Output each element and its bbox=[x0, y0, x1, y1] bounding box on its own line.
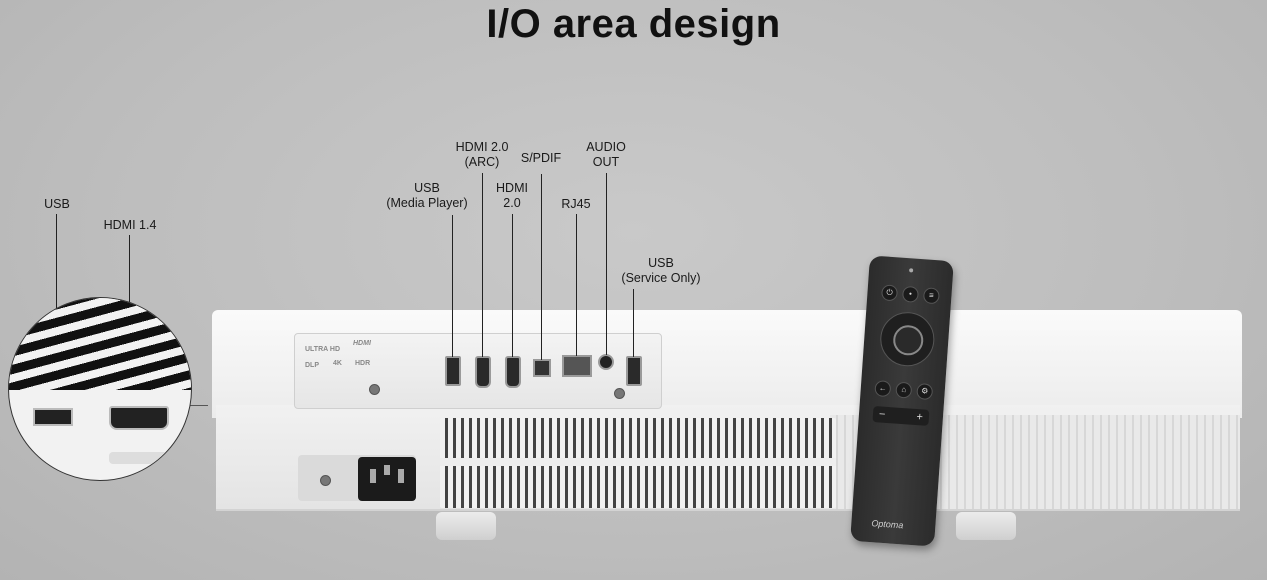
label-hdmi20-line2: 2.0 bbox=[503, 196, 521, 210]
page-title: I/O area design bbox=[486, 2, 781, 46]
panel-screw bbox=[369, 384, 380, 395]
power-pin-ground bbox=[384, 465, 390, 475]
home-button-icon: ⌂ bbox=[895, 381, 913, 399]
label-hdmi-2-0-arc: HDMI 2.0 (ARC) bbox=[456, 140, 509, 170]
label-audio-line2: OUT bbox=[592, 155, 620, 169]
label-audio-line1: AUDIO bbox=[586, 140, 626, 154]
logo-4k: 4K bbox=[333, 360, 342, 367]
leader-audio bbox=[606, 173, 608, 355]
back-button-icon: ← bbox=[874, 380, 892, 398]
hdmi-2-0-arc-port bbox=[475, 356, 491, 388]
logo-hdr: HDR bbox=[355, 360, 371, 367]
menu-button-icon: ≡ bbox=[922, 287, 940, 305]
magnifier-circle bbox=[8, 297, 192, 481]
leader-usb-media bbox=[452, 215, 454, 357]
leader-hdmi-arc bbox=[482, 173, 484, 357]
hdmi-2-0-port bbox=[505, 356, 521, 388]
label-usb-service-line2: (Service Only) bbox=[621, 271, 701, 285]
leader-hdmi20 bbox=[512, 214, 514, 357]
label-usb-service-line1: USB bbox=[648, 256, 674, 270]
logo-dlp: DLP bbox=[305, 362, 319, 369]
usb-media-player-port bbox=[445, 356, 461, 386]
label-usb-service-only: USB (Service Only) bbox=[621, 256, 700, 286]
spdif-port bbox=[533, 359, 551, 377]
leader-usb-service bbox=[633, 289, 635, 357]
label-usb-media-line1: USB bbox=[414, 181, 440, 195]
label-hdmi-2-0: HDMI 2.0 bbox=[496, 181, 528, 211]
label-hdmi20-line1: HDMI bbox=[496, 181, 528, 195]
power-pin-left bbox=[370, 469, 376, 483]
volume-rocker: − + bbox=[872, 406, 930, 426]
settings-button-icon: ⚙ bbox=[916, 383, 934, 401]
projector-foot-right bbox=[956, 512, 1016, 540]
leader-rj45 bbox=[576, 214, 578, 356]
label-usb-side: USB bbox=[44, 197, 70, 211]
logo-hdmi: HDMI bbox=[353, 340, 371, 347]
vent-grill-divider bbox=[440, 458, 836, 466]
volume-plus-icon: + bbox=[916, 411, 924, 424]
label-hdmi-arc-line2: (ARC) bbox=[464, 155, 500, 169]
rj45-port bbox=[562, 355, 592, 377]
magnifier-connector bbox=[190, 405, 208, 407]
projector-foot-left bbox=[436, 512, 496, 540]
volume-minus-icon: − bbox=[878, 408, 886, 421]
power-button-icon: ⏻ bbox=[880, 284, 899, 302]
label-hdmi-arc-line1: HDMI 2.0 bbox=[455, 140, 509, 154]
remote-led bbox=[909, 268, 914, 273]
logo-ultrahd: ULTRA HD bbox=[305, 346, 340, 353]
remote-brand-logo: Optoma bbox=[871, 518, 904, 531]
kensington-lock-icon bbox=[320, 475, 331, 486]
usb-service-port bbox=[626, 356, 642, 386]
ac-power-socket bbox=[358, 457, 416, 501]
label-audio-out: AUDIO OUT bbox=[586, 140, 626, 170]
label-hdmi-1-4: HDMI 1.4 bbox=[103, 218, 157, 232]
audio-out-port bbox=[598, 354, 614, 370]
leader-spdif bbox=[541, 174, 543, 360]
label-rj45: RJ45 bbox=[561, 197, 591, 211]
label-usb-media-line2: (Media Player) bbox=[386, 196, 468, 210]
magnified-foot bbox=[109, 452, 169, 464]
panel-screw-right bbox=[614, 388, 625, 399]
power-pin-right bbox=[398, 469, 404, 483]
label-usb-media-player: USB (Media Player) bbox=[386, 181, 467, 211]
label-spdif: S/PDIF bbox=[520, 151, 562, 165]
magnified-hdmi-1-4-port bbox=[109, 406, 169, 430]
source-button-icon: • bbox=[901, 285, 920, 303]
magnifier-vent-stripes bbox=[9, 298, 191, 390]
magnified-usb-port bbox=[33, 408, 73, 426]
